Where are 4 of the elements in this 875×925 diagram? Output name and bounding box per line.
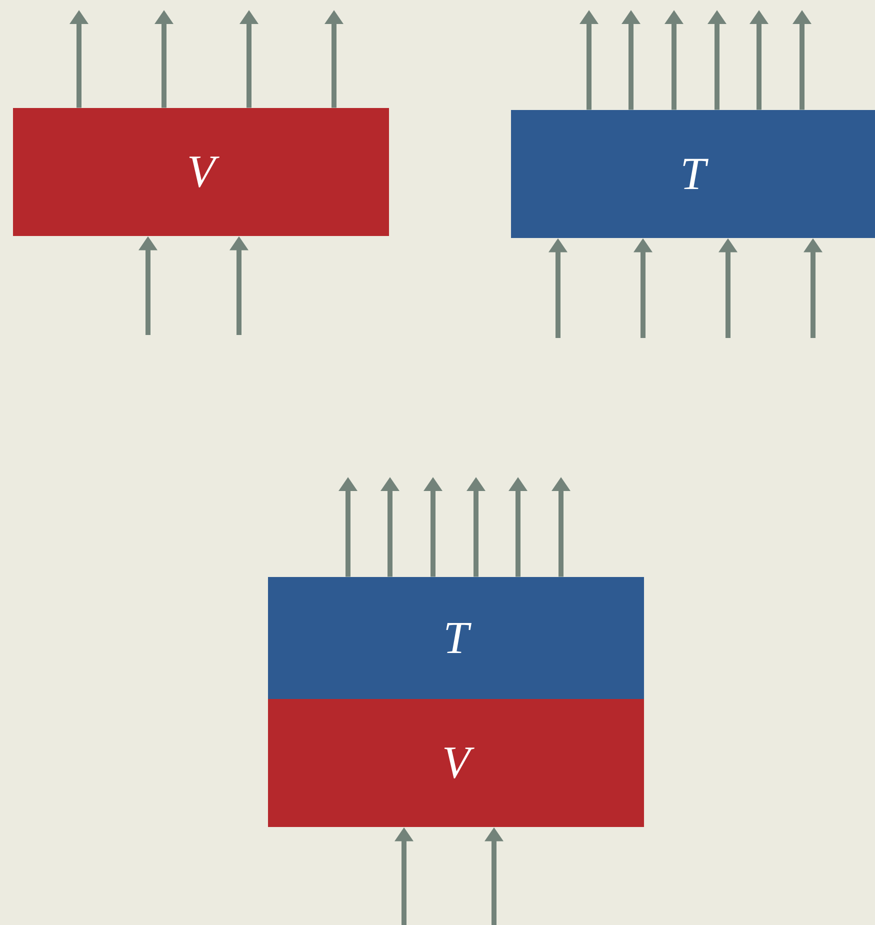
labeled-box: V xyxy=(13,108,389,236)
labeled-box: T xyxy=(511,110,875,238)
labeled-box: T xyxy=(268,577,644,699)
labeled-box: V xyxy=(268,699,644,827)
